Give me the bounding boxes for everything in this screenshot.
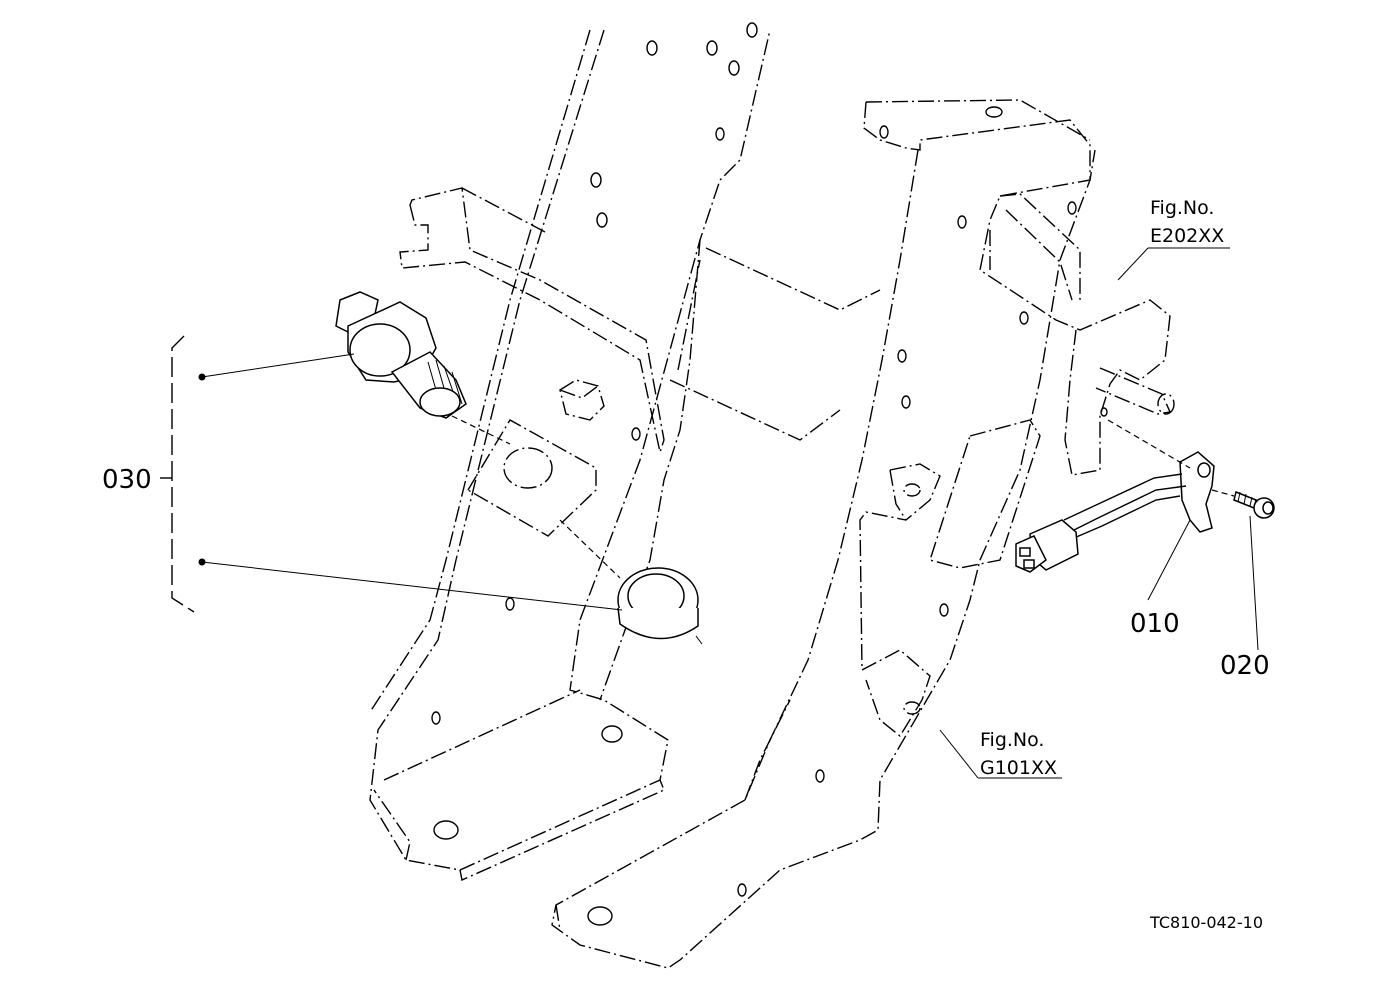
- seal-washer-part: [559, 519, 703, 645]
- bolt-part: [1211, 489, 1275, 519]
- leader-lines: [198, 247, 1259, 779]
- callout-010: 010: [1130, 609, 1180, 639]
- fig-ref-upper-line2: E202XX: [1150, 225, 1224, 247]
- drawing-number: TC810-042-10: [1149, 913, 1263, 932]
- group-bracket-030: [160, 335, 195, 613]
- pressure-switch-part: [335, 291, 511, 445]
- main-frame: [369, 29, 1096, 969]
- fig-ref-lower-line1: Fig.No.: [980, 729, 1044, 751]
- lower-bracket: [859, 463, 941, 738]
- callout-020: 020: [1220, 651, 1270, 681]
- right-bracket: [863, 99, 1175, 569]
- callout-030: 030: [102, 465, 152, 495]
- fig-ref-lower-line2: G101XX: [980, 757, 1057, 779]
- fig-ref-upper-line1: Fig.No.: [1150, 197, 1214, 219]
- switch-harness-part: [1015, 419, 1215, 573]
- frame-holes: [431, 22, 1108, 926]
